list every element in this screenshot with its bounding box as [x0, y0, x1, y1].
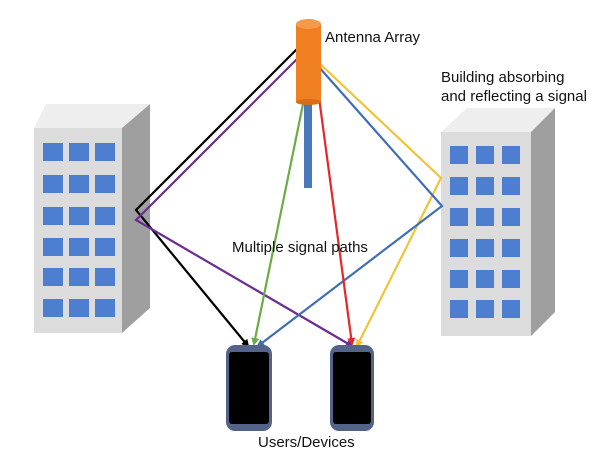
left-building-front — [34, 128, 122, 333]
path-green — [251, 59, 314, 346]
antenna-pole — [304, 104, 312, 188]
building-label-line2: and reflecting a signal — [441, 88, 587, 105]
right-building-roof — [441, 108, 555, 132]
path-red — [312, 59, 356, 346]
left-building-icon — [34, 104, 150, 333]
path-blue — [256, 65, 444, 348]
building-label-line1: Building absorbing — [441, 69, 565, 86]
right-building-icon — [441, 108, 555, 336]
path-purple — [134, 37, 354, 348]
devices-label: Users/Devices — [258, 434, 355, 451]
path-black — [134, 45, 301, 348]
path-yellow — [317, 61, 443, 348]
right-building-side — [531, 108, 555, 336]
antenna-array-icon — [296, 19, 321, 105]
left-building-windows — [43, 143, 115, 317]
device-phone-left-icon — [226, 345, 272, 431]
signal-paths — [134, 37, 444, 348]
antenna-label: Antenna Array — [325, 29, 421, 46]
paths-label: Multiple signal paths — [232, 239, 368, 256]
left-building-roof — [34, 104, 150, 128]
device-phone-right-icon — [330, 345, 374, 431]
right-building-windows — [450, 146, 520, 318]
